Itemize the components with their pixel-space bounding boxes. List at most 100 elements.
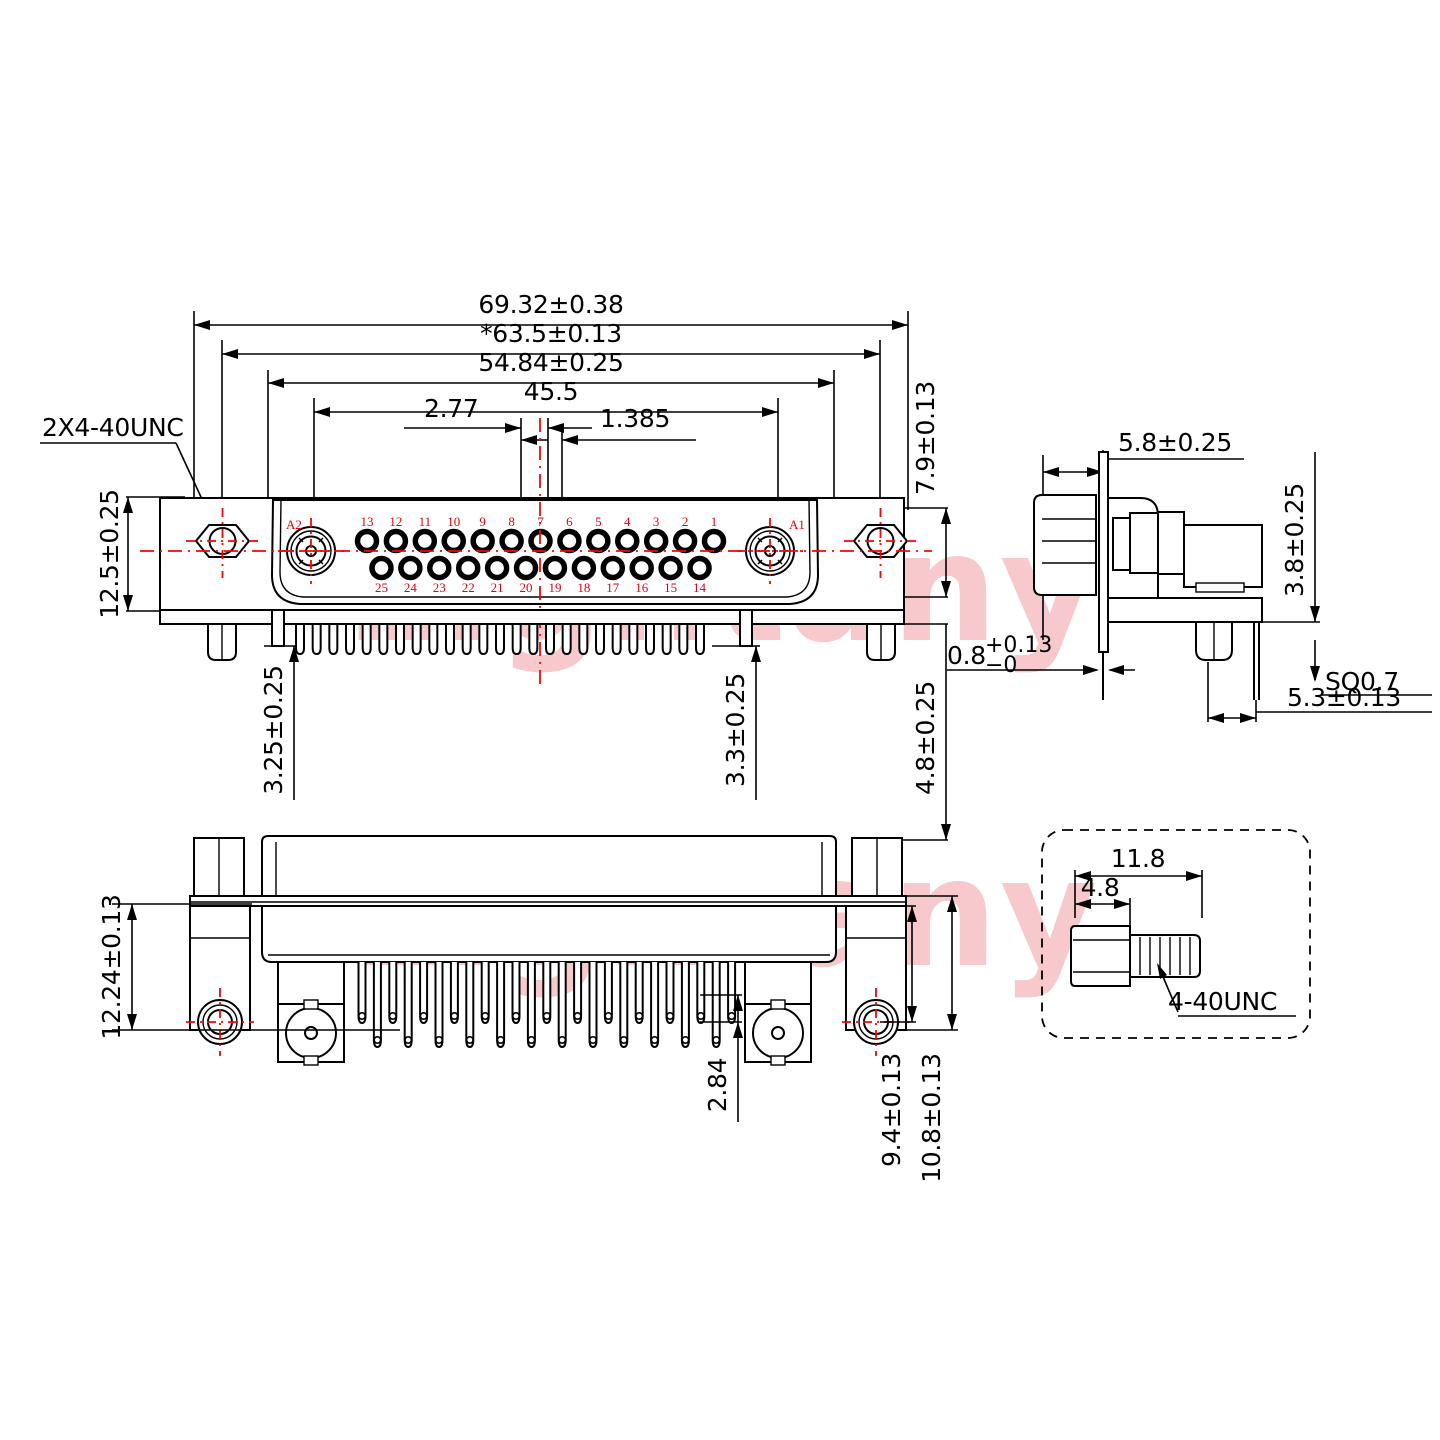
bottom-pin-tail-tip-a: [727, 1011, 736, 1020]
arrow-118-right: [1186, 871, 1202, 881]
dim-label-row-offset: 1.385: [600, 404, 670, 433]
bottom-pin-tail-tip-a: [696, 1011, 705, 1020]
front-contact-label-top: 2: [682, 514, 689, 529]
bottom-body: [189, 835, 907, 963]
front-contact-label-bottom: 24: [404, 580, 418, 595]
dim-label-inner-depth: 9.4±0.13: [877, 1053, 906, 1167]
dim-label-flange-height: 12.5±0.25: [95, 489, 124, 619]
screw-head: [1070, 925, 1131, 987]
front-contact-top: [557, 528, 582, 554]
front-contact-label-top: 7: [537, 514, 544, 529]
bottom-coax-right-tab-bot: [770, 1055, 786, 1066]
front-contact-label-top: 10: [447, 514, 460, 529]
arrow-6932-right: [892, 320, 908, 330]
arrow-284-top: [733, 995, 743, 1011]
bottom-pin-tail-tip-b: [650, 1036, 659, 1045]
front-contact-bottom: [455, 555, 481, 581]
front-pin-tail: [345, 623, 355, 656]
bottom-pin-tail-row-a: [573, 962, 583, 1025]
front-contact-top: [586, 528, 611, 554]
front-pin-tail: [445, 623, 455, 656]
bottom-pin-tail-row-b: [680, 962, 690, 1049]
front-pin-tail: [428, 623, 439, 656]
bottom-pin-tail-tip-b: [558, 1036, 567, 1045]
front-contact-label-bottom: 19: [548, 580, 561, 595]
front-contact-bottom: [542, 555, 568, 581]
side-rear-housing: [1183, 524, 1263, 588]
dim-label-tail-row-pitch: 2.84: [703, 1058, 732, 1112]
side-shell-step: [1112, 517, 1131, 571]
dim-label-outer-depth: 10.8±0.13: [917, 1053, 946, 1183]
arrow-1385-inner: [521, 435, 537, 445]
front-contact-label-bottom: 15: [664, 580, 677, 595]
leader-arrow-440unc: [1157, 963, 1167, 979]
arrow-455-left: [314, 407, 330, 417]
front-contact-label-top: 6: [566, 514, 573, 529]
arrow-48d-right: [1114, 899, 1130, 909]
front-contact-top: [499, 528, 524, 554]
front-pin-tail: [628, 623, 639, 656]
front-contact-label-bottom: 17: [606, 580, 620, 595]
arrow-1385: [562, 435, 578, 445]
dim-label-body-depth: 5.8±0.25: [1118, 428, 1232, 457]
dim-label-tail-section: SQ0.7: [1325, 667, 1399, 696]
bottom-pin-tail-row-b: [619, 962, 629, 1049]
front-contact-bottom: [369, 555, 394, 581]
side-profile: [1033, 451, 1263, 700]
dim-flange-to-center: 12.24±0.13: [97, 894, 400, 1040]
coax-label-a1: A1: [789, 517, 805, 532]
front-pin-tail: [695, 623, 705, 656]
front-pin-tail: [378, 623, 389, 656]
front-contact-label-bottom: 22: [462, 580, 475, 595]
front-contact-label-bottom: 20: [520, 580, 533, 595]
front-pin-tail: [295, 623, 305, 656]
bottom-pin-tail-row-a: [542, 962, 552, 1025]
dim-label-right-tail-offset: 3.3±0.25: [721, 673, 750, 787]
bottom-pin-tail-row-a: [696, 962, 706, 1025]
dim-inner-depth: 9.4±0.13: [836, 905, 917, 1167]
bottom-pin-tails: [357, 962, 737, 1049]
front-contact-bottom: [398, 555, 423, 581]
screw-thread-shaft: [1129, 934, 1201, 978]
bottom-pin-tail-row-a: [449, 962, 459, 1025]
jackscrew-detail-view: 11.8 4.8: [1041, 829, 1311, 1039]
front-pin-tails: [159, 609, 905, 656]
arrow-33: [751, 646, 761, 662]
bottom-pin-tail-row-a: [388, 962, 398, 1025]
bottom-pin-tail-tip-b: [434, 1036, 443, 1045]
front-contact-bottom: [600, 555, 626, 581]
arrow-118-left: [1075, 871, 1091, 881]
side-view: 5.8±0.25: [947, 428, 1432, 723]
note-tail-section: SQ0.7: [1310, 640, 1432, 696]
bottom-pin-tail-tip-a: [542, 1011, 551, 1020]
dim-label-screw-head-length: 4.8: [1081, 873, 1120, 902]
dim-label-shell-width: 54.84±0.25: [478, 348, 623, 377]
front-contact-bottom: [658, 555, 683, 581]
front-contact-top: [615, 528, 640, 554]
arrow-79-bot: [941, 581, 951, 597]
arrow-277-right: [548, 423, 564, 433]
dim-label-panel-tol-upper: +0.13: [985, 633, 1052, 658]
arrow-58-left: [1043, 467, 1059, 477]
dim-label-tail-span: 5.3±0.13: [1287, 683, 1401, 712]
mounting-hex-nut-right: [844, 508, 918, 578]
front-pin-tail: [328, 623, 339, 656]
side-bracket-pad: [1195, 582, 1245, 593]
side-jackscrew-head: [1033, 494, 1097, 596]
arrow-79-top: [941, 508, 951, 524]
front-tail-pins: [295, 623, 705, 656]
arrow-53-right: [1240, 713, 1256, 723]
front-contact-label-top: 1: [711, 514, 718, 529]
dim-label-shell-height: 7.9±0.13: [911, 381, 940, 495]
front-contact-top: [672, 528, 698, 554]
front-contact-label-top: 9: [479, 514, 486, 529]
dim-label-thread-note: 2X4-40UNC: [42, 413, 184, 442]
front-contact-label-top: 4: [624, 514, 631, 529]
arrow-455-right: [762, 407, 778, 417]
arrow-125-top: [123, 497, 133, 513]
d-shell-inner: [279, 499, 811, 598]
arrow-277: [505, 423, 521, 433]
